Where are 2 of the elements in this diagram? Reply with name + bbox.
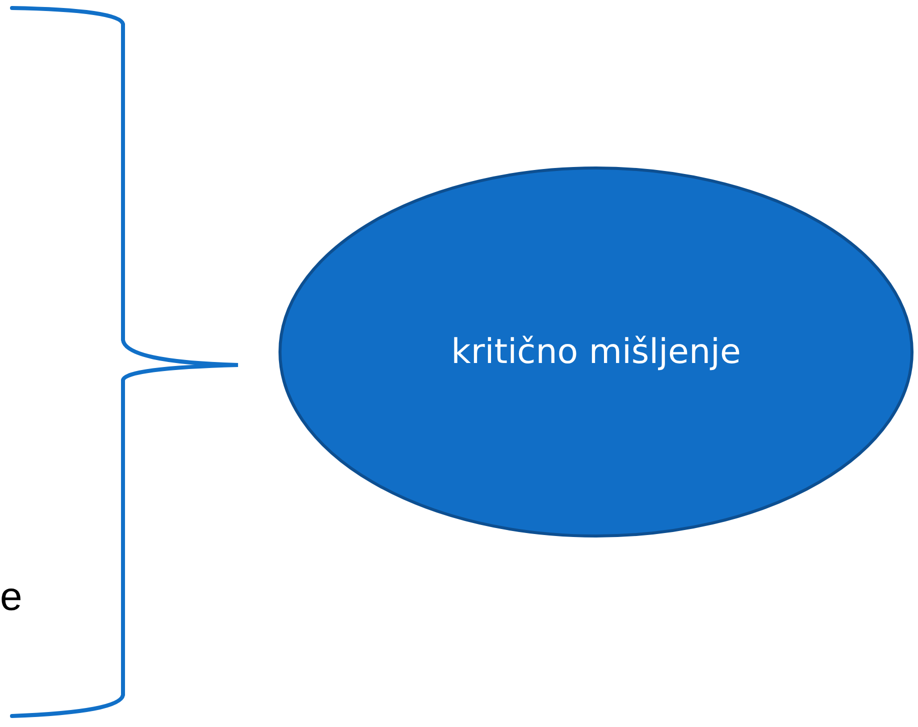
text-fragment: e [0,575,22,620]
node-label: kritično mišljenje [450,332,742,372]
